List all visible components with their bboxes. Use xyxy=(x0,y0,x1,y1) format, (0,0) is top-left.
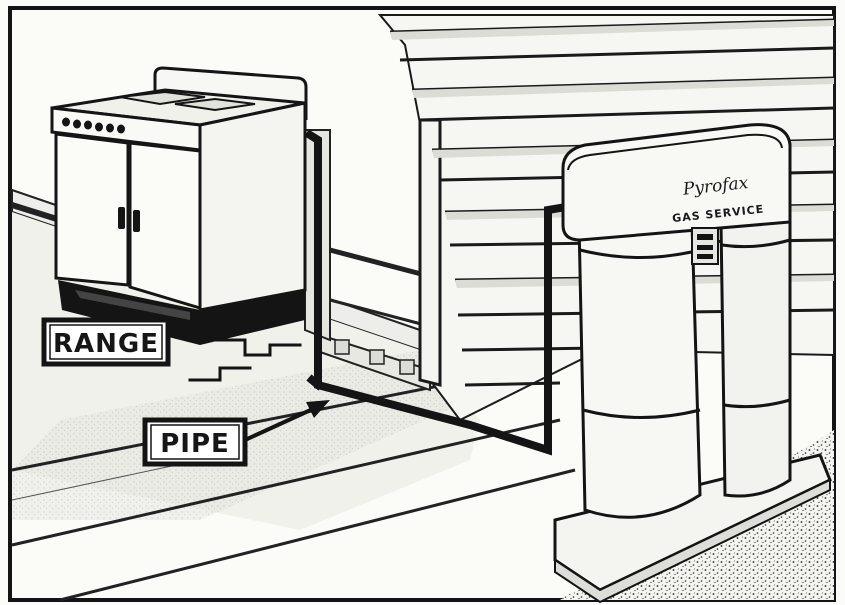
range-label: RANGE xyxy=(44,320,168,364)
range-label-text: RANGE xyxy=(53,329,159,359)
pipe-label: PIPE xyxy=(145,420,245,464)
pipe-label-text: PIPE xyxy=(160,429,230,459)
